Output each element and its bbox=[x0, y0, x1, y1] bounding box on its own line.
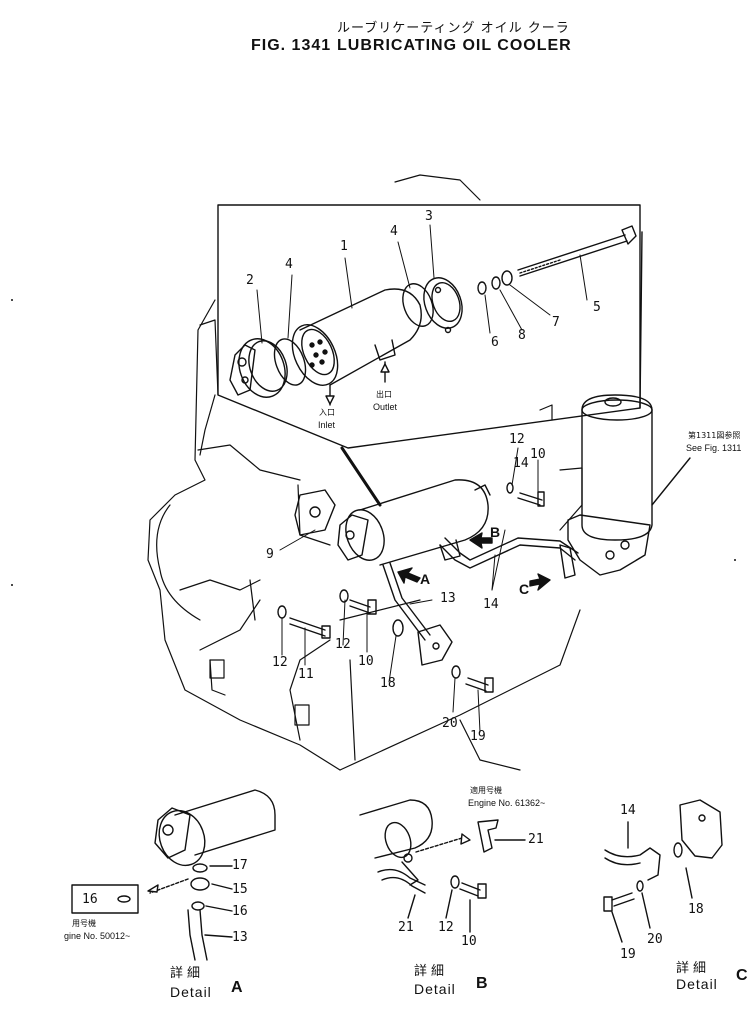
part-number-18: 18 bbox=[380, 676, 396, 691]
detail-b-part-21-inset: 21 bbox=[528, 832, 544, 847]
title-japanese: ルーブリケーティング オイル クーラ bbox=[337, 21, 570, 36]
outlet-label-jp: 出口 bbox=[376, 390, 392, 399]
part-number-12b: 12 bbox=[272, 655, 288, 670]
bolt-10-upper bbox=[507, 483, 544, 506]
see-fig-label: See Fig. 1311 bbox=[686, 443, 742, 453]
part-number-12a: 12 bbox=[509, 432, 525, 447]
detail-b-caption-jp: 詳細 bbox=[414, 964, 449, 979]
detail-a-part-13: 13 bbox=[232, 930, 248, 945]
see-fig-jp: 第1311図参照 bbox=[688, 431, 741, 440]
detail-a-letter: A bbox=[231, 979, 243, 996]
bolt-10-lower bbox=[340, 590, 376, 614]
outlet-arrow bbox=[381, 362, 389, 382]
part-number-14b: 14 bbox=[513, 456, 529, 471]
part-number-3: 3 bbox=[425, 209, 433, 224]
detail-b-part-10: 10 bbox=[461, 934, 477, 949]
outlet-label: Outlet bbox=[373, 402, 398, 412]
inlet-arrow bbox=[326, 385, 334, 405]
arrow-b-label: B bbox=[490, 524, 501, 540]
washers-6-7-8 bbox=[478, 271, 512, 294]
pipe-14 bbox=[440, 538, 578, 578]
part-number-12c: 12 bbox=[335, 637, 351, 652]
detail-a-box-part-16: 16 bbox=[82, 892, 98, 907]
detail-c-drawing bbox=[604, 800, 722, 942]
detail-a-part-17: 17 bbox=[232, 858, 248, 873]
detail-c-part-14: 14 bbox=[620, 803, 636, 818]
figure-number: FIG. 1341 bbox=[251, 37, 332, 54]
detail-b-part-12: 12 bbox=[438, 920, 454, 935]
detail-c-caption-jp: 詳細 bbox=[676, 961, 711, 976]
detail-a-applies-en: gine No. 50012~ bbox=[64, 931, 131, 941]
part-number-10a: 10 bbox=[530, 447, 546, 462]
detail-b-applies-en: Engine No. 61362~ bbox=[468, 798, 546, 808]
bolt-19 bbox=[452, 666, 493, 692]
bolt-11 bbox=[278, 606, 330, 638]
cooler-core bbox=[283, 289, 421, 392]
detail-b-part-21: 21 bbox=[398, 920, 414, 935]
detail-c-part-18: 18 bbox=[688, 902, 704, 917]
margin-dots bbox=[11, 299, 736, 586]
part-number-2: 2 bbox=[246, 273, 254, 288]
figure-title: LUBRICATING OIL COOLER bbox=[337, 37, 572, 54]
cooler-cover-front bbox=[230, 332, 294, 403]
detail-a-caption: Detail bbox=[170, 984, 212, 1000]
part-number-13: 13 bbox=[440, 591, 456, 606]
detail-c-part-20: 20 bbox=[647, 932, 663, 947]
detail-a-part-16: 16 bbox=[232, 904, 248, 919]
detail-b-applies-jp: 適用号機 bbox=[470, 786, 502, 795]
part-number-14a: 14 bbox=[483, 597, 499, 612]
part-number-10b: 10 bbox=[358, 654, 374, 669]
arrow-a bbox=[398, 568, 420, 583]
arrow-b bbox=[470, 533, 492, 548]
detail-c-part-19: 19 bbox=[620, 947, 636, 962]
part-number-4a: 4 bbox=[285, 257, 293, 272]
cooler-cover-rear bbox=[417, 272, 469, 333]
part-number-4b: 4 bbox=[390, 224, 398, 239]
detail-c-caption: Detail bbox=[676, 976, 718, 992]
detail-a-caption-jp: 詳細 bbox=[170, 966, 205, 981]
part-number-5: 5 bbox=[593, 300, 601, 315]
part-number-8: 8 bbox=[518, 328, 526, 343]
exploded-to-installed-line bbox=[342, 448, 380, 505]
detail-a-drawing bbox=[72, 790, 275, 960]
detail-b-drawing bbox=[360, 800, 525, 932]
arrow-c-label: C bbox=[519, 581, 530, 597]
detail-b-letter: B bbox=[476, 975, 488, 992]
part-number-1: 1 bbox=[340, 239, 348, 254]
long-bolt-5 bbox=[518, 226, 636, 276]
part-number-20: 20 bbox=[442, 716, 458, 731]
part-number-7: 7 bbox=[552, 315, 560, 330]
detail-b-caption: Detail bbox=[414, 981, 456, 997]
gasket-front bbox=[269, 335, 312, 390]
oil-filter bbox=[568, 395, 652, 575]
see-fig-leader bbox=[652, 458, 690, 505]
inlet-label: Inlet bbox=[318, 420, 336, 430]
detail-a-applies-jp: 用号機 bbox=[72, 919, 96, 928]
oring-18 bbox=[393, 620, 403, 636]
engine-block-outline bbox=[148, 175, 582, 770]
gasket-rear bbox=[397, 280, 438, 331]
detail-c-letter: C bbox=[736, 967, 748, 984]
part-number-11: 11 bbox=[298, 667, 314, 682]
installed-cooler bbox=[338, 480, 490, 566]
flange-9 bbox=[295, 490, 335, 535]
detail-a-part-15: 15 bbox=[232, 882, 248, 897]
part-number-6: 6 bbox=[491, 335, 499, 350]
inlet-label-jp: 入口 bbox=[319, 408, 335, 417]
exploded-view-frame bbox=[218, 205, 642, 448]
part-number-19: 19 bbox=[470, 729, 486, 744]
pipe-13 bbox=[383, 563, 452, 665]
arrow-a-label: A bbox=[420, 571, 431, 587]
leader-lines bbox=[257, 225, 587, 732]
arrow-c bbox=[530, 574, 550, 590]
part-number-9: 9 bbox=[266, 547, 274, 562]
